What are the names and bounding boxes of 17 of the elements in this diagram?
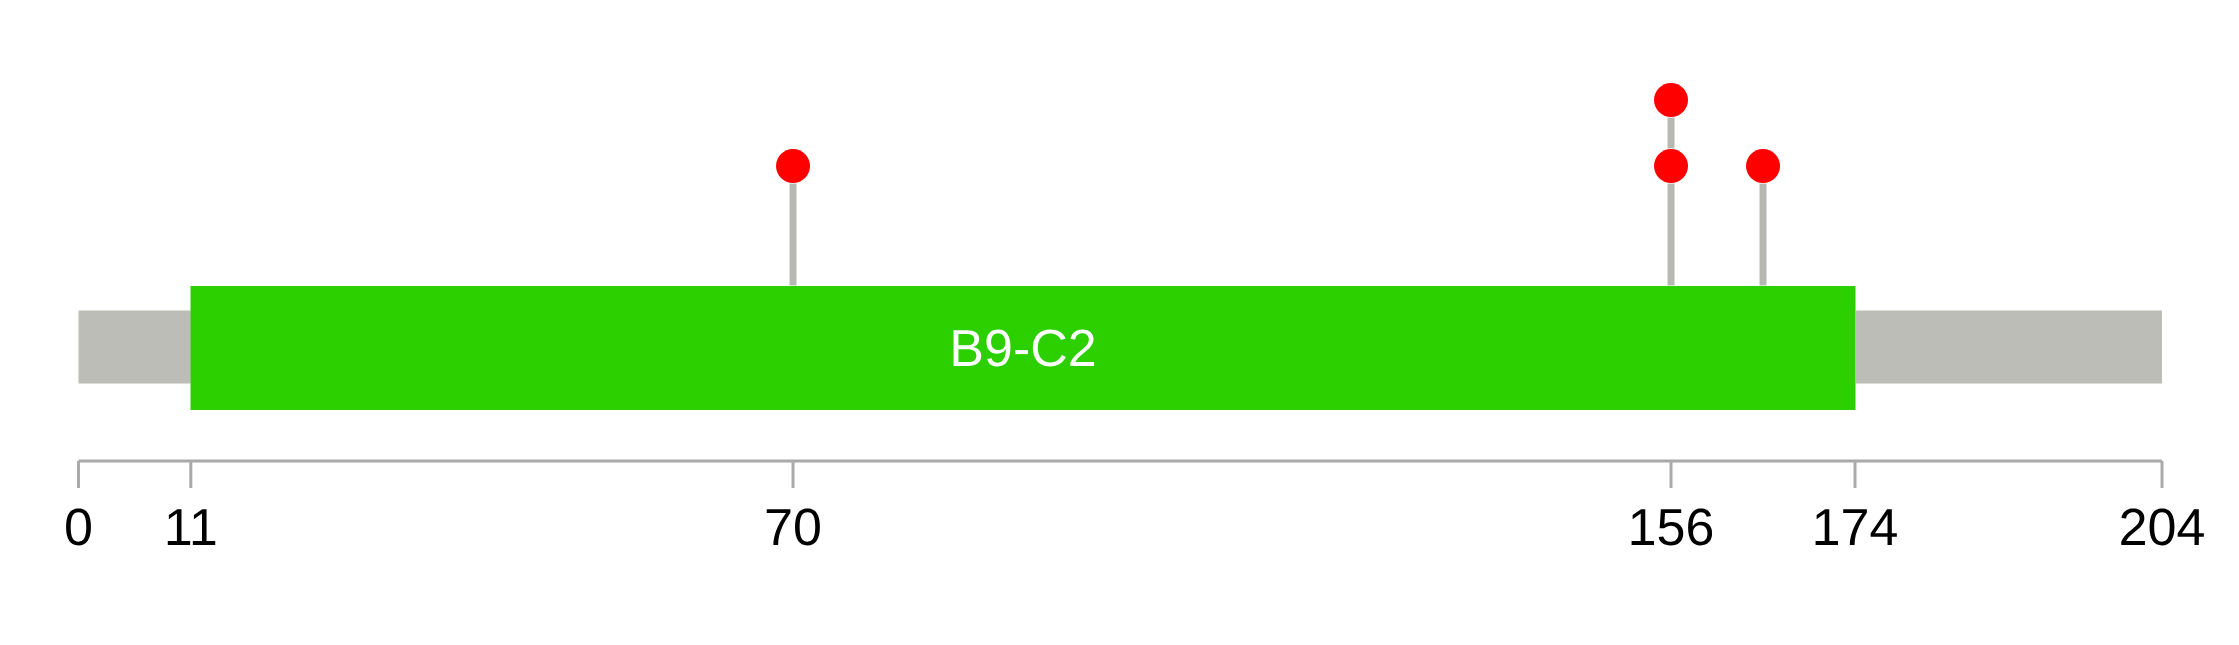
- lollipop-stem: [789, 183, 797, 286]
- tick-label: 174: [1815, 509, 1897, 545]
- lollipop-stem: [1667, 117, 1675, 149]
- tick-label: 11: [167, 509, 216, 545]
- protein-backbone-bar: [78, 310, 191, 384]
- tick-label: 156: [1631, 508, 1713, 546]
- mutation-dot: [1746, 149, 1780, 183]
- lollipop-stem: [1759, 183, 1767, 286]
- mutation-dot: [1654, 83, 1688, 117]
- mutation-dot: [1654, 149, 1688, 183]
- domain-box: B9-C2: [190, 286, 1856, 410]
- tick-label: 204: [2121, 508, 2204, 546]
- tick-label: 70: [766, 508, 820, 546]
- mutation-dot: [776, 149, 810, 183]
- protein-backbone-bar: [1855, 310, 2162, 384]
- lollipop-stem: [1667, 183, 1675, 286]
- tick-label: 0: [66, 508, 91, 546]
